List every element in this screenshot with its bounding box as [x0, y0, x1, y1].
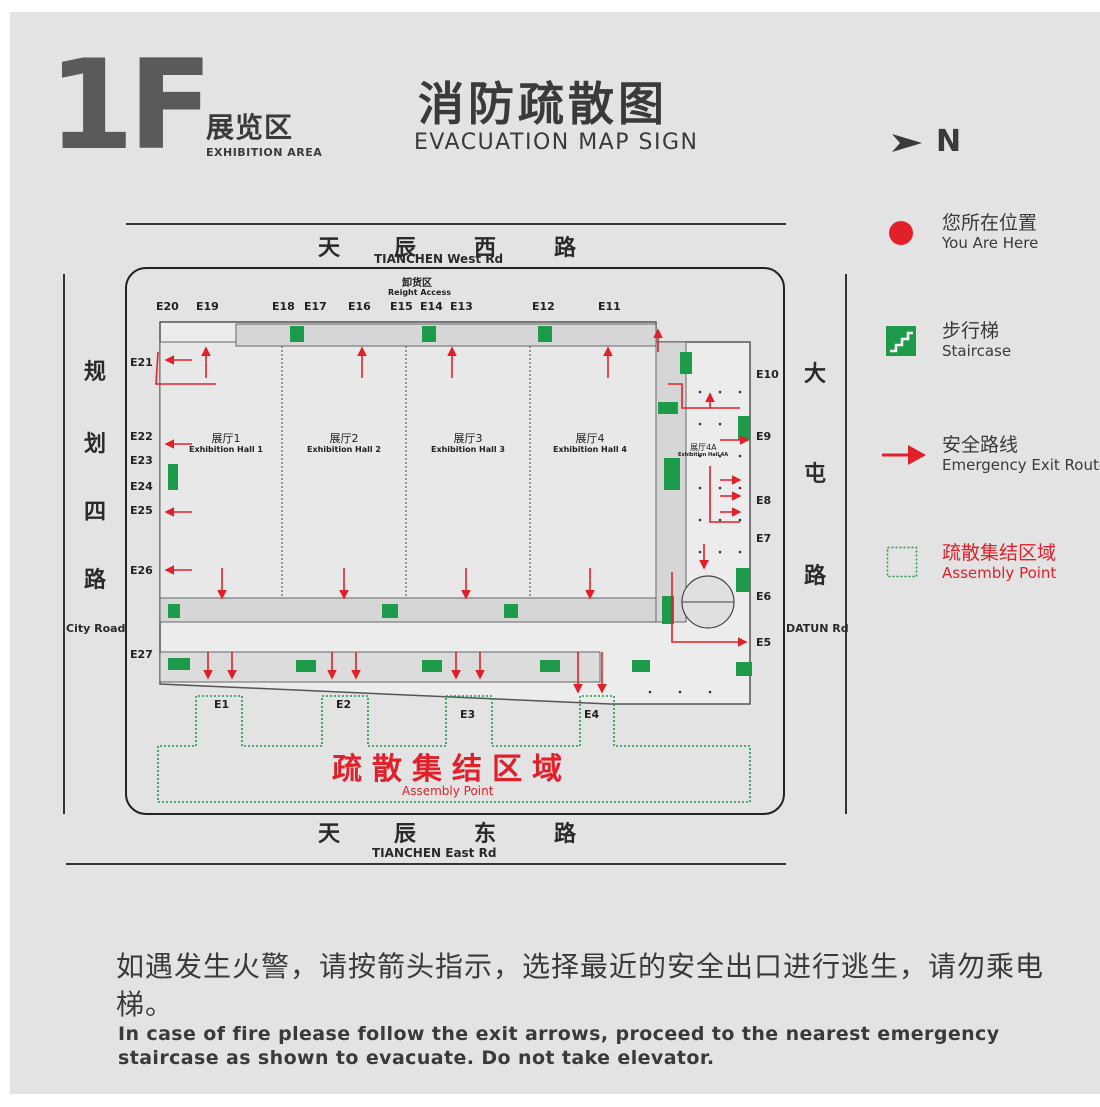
hall-label-cn: 展厅4: [575, 432, 605, 445]
legend-label-cn: 疏散集结区域: [942, 542, 1057, 564]
page-title-cn: 消防疏散图: [418, 77, 668, 131]
road-west-en: City Road: [66, 622, 126, 635]
exit-label: E21: [130, 356, 153, 369]
hall-label-en: Exhibition Hall 4: [552, 445, 627, 454]
exit-label: E14: [420, 300, 443, 313]
road-west-char: 划: [84, 432, 107, 457]
staircase-markers: [168, 326, 752, 676]
road-south-char: 辰: [394, 822, 417, 847]
legend-label-en: Staircase: [942, 342, 1012, 360]
evacuation-arrows: [164, 328, 750, 694]
exit-label: E6: [756, 590, 772, 603]
road-north-en: TIANCHEN West Rd: [374, 252, 504, 266]
red-dot-icon: [889, 221, 913, 245]
exit-label: E8: [756, 494, 772, 507]
north-label: N: [936, 124, 962, 159]
assembly-point-label-cn: 疏散集结区域: [332, 752, 572, 787]
road-east-en: DATUN Rd: [786, 622, 849, 635]
evacuation-sign: 1F 展览区 EXHIBITION AREA 消防疏散图 EVACUATION …: [10, 12, 1100, 1094]
hall-label-cn: 展厅1: [211, 432, 241, 445]
legend-item-you-are-here: 您所在位置 You Are Here: [880, 202, 1100, 262]
exit-label: E18: [272, 300, 295, 313]
fire-notice-cn: 如遇发生火警，请按箭头指示，选择最近的安全出口进行逃生，请勿乘电梯。: [116, 950, 1045, 1021]
legend-label-en: You Are Here: [942, 234, 1039, 252]
exit-label: E13: [450, 300, 473, 313]
exit-label: E26: [130, 564, 153, 577]
road-east-char: 屯: [804, 462, 827, 487]
legend-label-cn: 步行梯: [942, 320, 1000, 342]
exit-label: E7: [756, 532, 772, 545]
legend-label-en: Emergency Exit Route: [942, 456, 1100, 474]
exit-label: E11: [598, 300, 621, 313]
road-east-char: 大: [804, 362, 827, 387]
legend-item-staircase: 步行梯 Staircase: [880, 312, 1100, 372]
exit-label: E9: [756, 430, 772, 443]
exit-label: E24: [130, 480, 153, 493]
hall-label-en: Exhibition Hall 2: [306, 445, 381, 454]
zone-label-cn: 展览区: [206, 111, 294, 144]
road-south-en: TIANCHEN East Rd: [372, 846, 497, 860]
halls-area: [159, 341, 661, 599]
exit-label: E27: [130, 648, 153, 661]
legend-label-cn: 安全路线: [942, 434, 1019, 456]
exit-label: E20: [156, 300, 179, 313]
assembly-point-label-en: Assembly Point: [402, 784, 494, 798]
road-east-char: 路: [804, 564, 827, 589]
loading-area-cn: 卸货区: [402, 278, 432, 289]
floor-number: 1F: [48, 34, 213, 178]
road-north-char: 西: [474, 236, 497, 261]
road-south-char: 天: [318, 822, 341, 847]
north-arrow-icon: [892, 134, 922, 152]
site-boundary: [125, 267, 785, 815]
hall-label-en: Exhibition Hall 4A: [678, 452, 729, 458]
exit-label: E5: [756, 636, 772, 649]
exit-label: E15: [390, 300, 413, 313]
exit-label: E2: [336, 698, 352, 711]
exit-label: E17: [304, 300, 327, 313]
page-title-en: EVACUATION MAP SIGN: [414, 130, 699, 155]
exit-label: E4: [584, 708, 600, 721]
exit-label: E22: [130, 430, 153, 443]
hall-label-en: Exhibition Hall 3: [430, 445, 505, 454]
exit-label: E1: [214, 698, 230, 711]
exit-label: E23: [130, 454, 153, 467]
road-south-char: 路: [554, 822, 577, 847]
hall-label-cn: 展厅2: [329, 432, 359, 445]
exit-label: E3: [460, 708, 476, 721]
legend-item-exit-route: 安全路线 Emergency Exit Route: [880, 424, 1100, 484]
legend-label-cn: 您所在位置: [942, 212, 1038, 234]
dotted-box-icon: [886, 546, 918, 578]
road-west-char: 规: [84, 360, 107, 385]
road-west-char: 路: [84, 568, 107, 593]
road-north-char: 天: [318, 236, 341, 261]
hall-label-en: Exhibition Hall 1: [188, 445, 263, 454]
exit-label: E16: [348, 300, 371, 313]
red-arrow-icon: [882, 445, 926, 465]
exit-label: E12: [532, 300, 555, 313]
loading-area-en: Reight Access: [388, 288, 451, 297]
legend: 您所在位置 You Are Here 步行梯 Staircase 安全路线 Em…: [880, 202, 1100, 592]
hall-label-cn: 展厅3: [453, 432, 483, 445]
road-north-char: 辰: [394, 236, 417, 261]
floor-plan-map: [63, 223, 847, 865]
exit-label: E19: [196, 300, 219, 313]
road-south-char: 东: [474, 822, 497, 847]
zone-label-en: EXHIBITION AREA: [206, 146, 323, 159]
exit-label: E25: [130, 504, 153, 517]
legend-label-en: Assembly Point: [942, 564, 1057, 582]
hall-label-cn: 展厅4A: [690, 443, 717, 452]
staircase-icon: [886, 326, 916, 356]
fire-notice-en: In case of fire please follow the exit a…: [118, 1023, 1000, 1069]
assembly-area: [157, 695, 751, 803]
exit-label: E10: [756, 368, 779, 381]
road-north-char: 路: [554, 236, 577, 261]
road-west-char: 四: [84, 500, 107, 525]
legend-item-assembly-point: 疏散集结区域 Assembly Point: [880, 526, 1100, 586]
